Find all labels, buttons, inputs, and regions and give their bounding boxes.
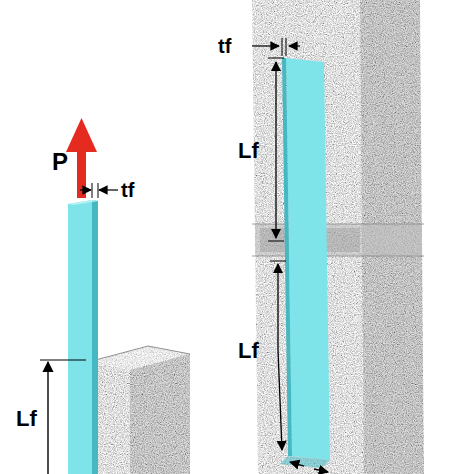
thickness-label: tf [218, 36, 231, 56]
bond-length-label: Lf [16, 408, 37, 430]
bond-length-label: Lf [238, 140, 259, 162]
load-label: P [52, 150, 68, 174]
thickness-label: tf [121, 180, 134, 200]
bond-length-label: Lf [238, 340, 259, 362]
